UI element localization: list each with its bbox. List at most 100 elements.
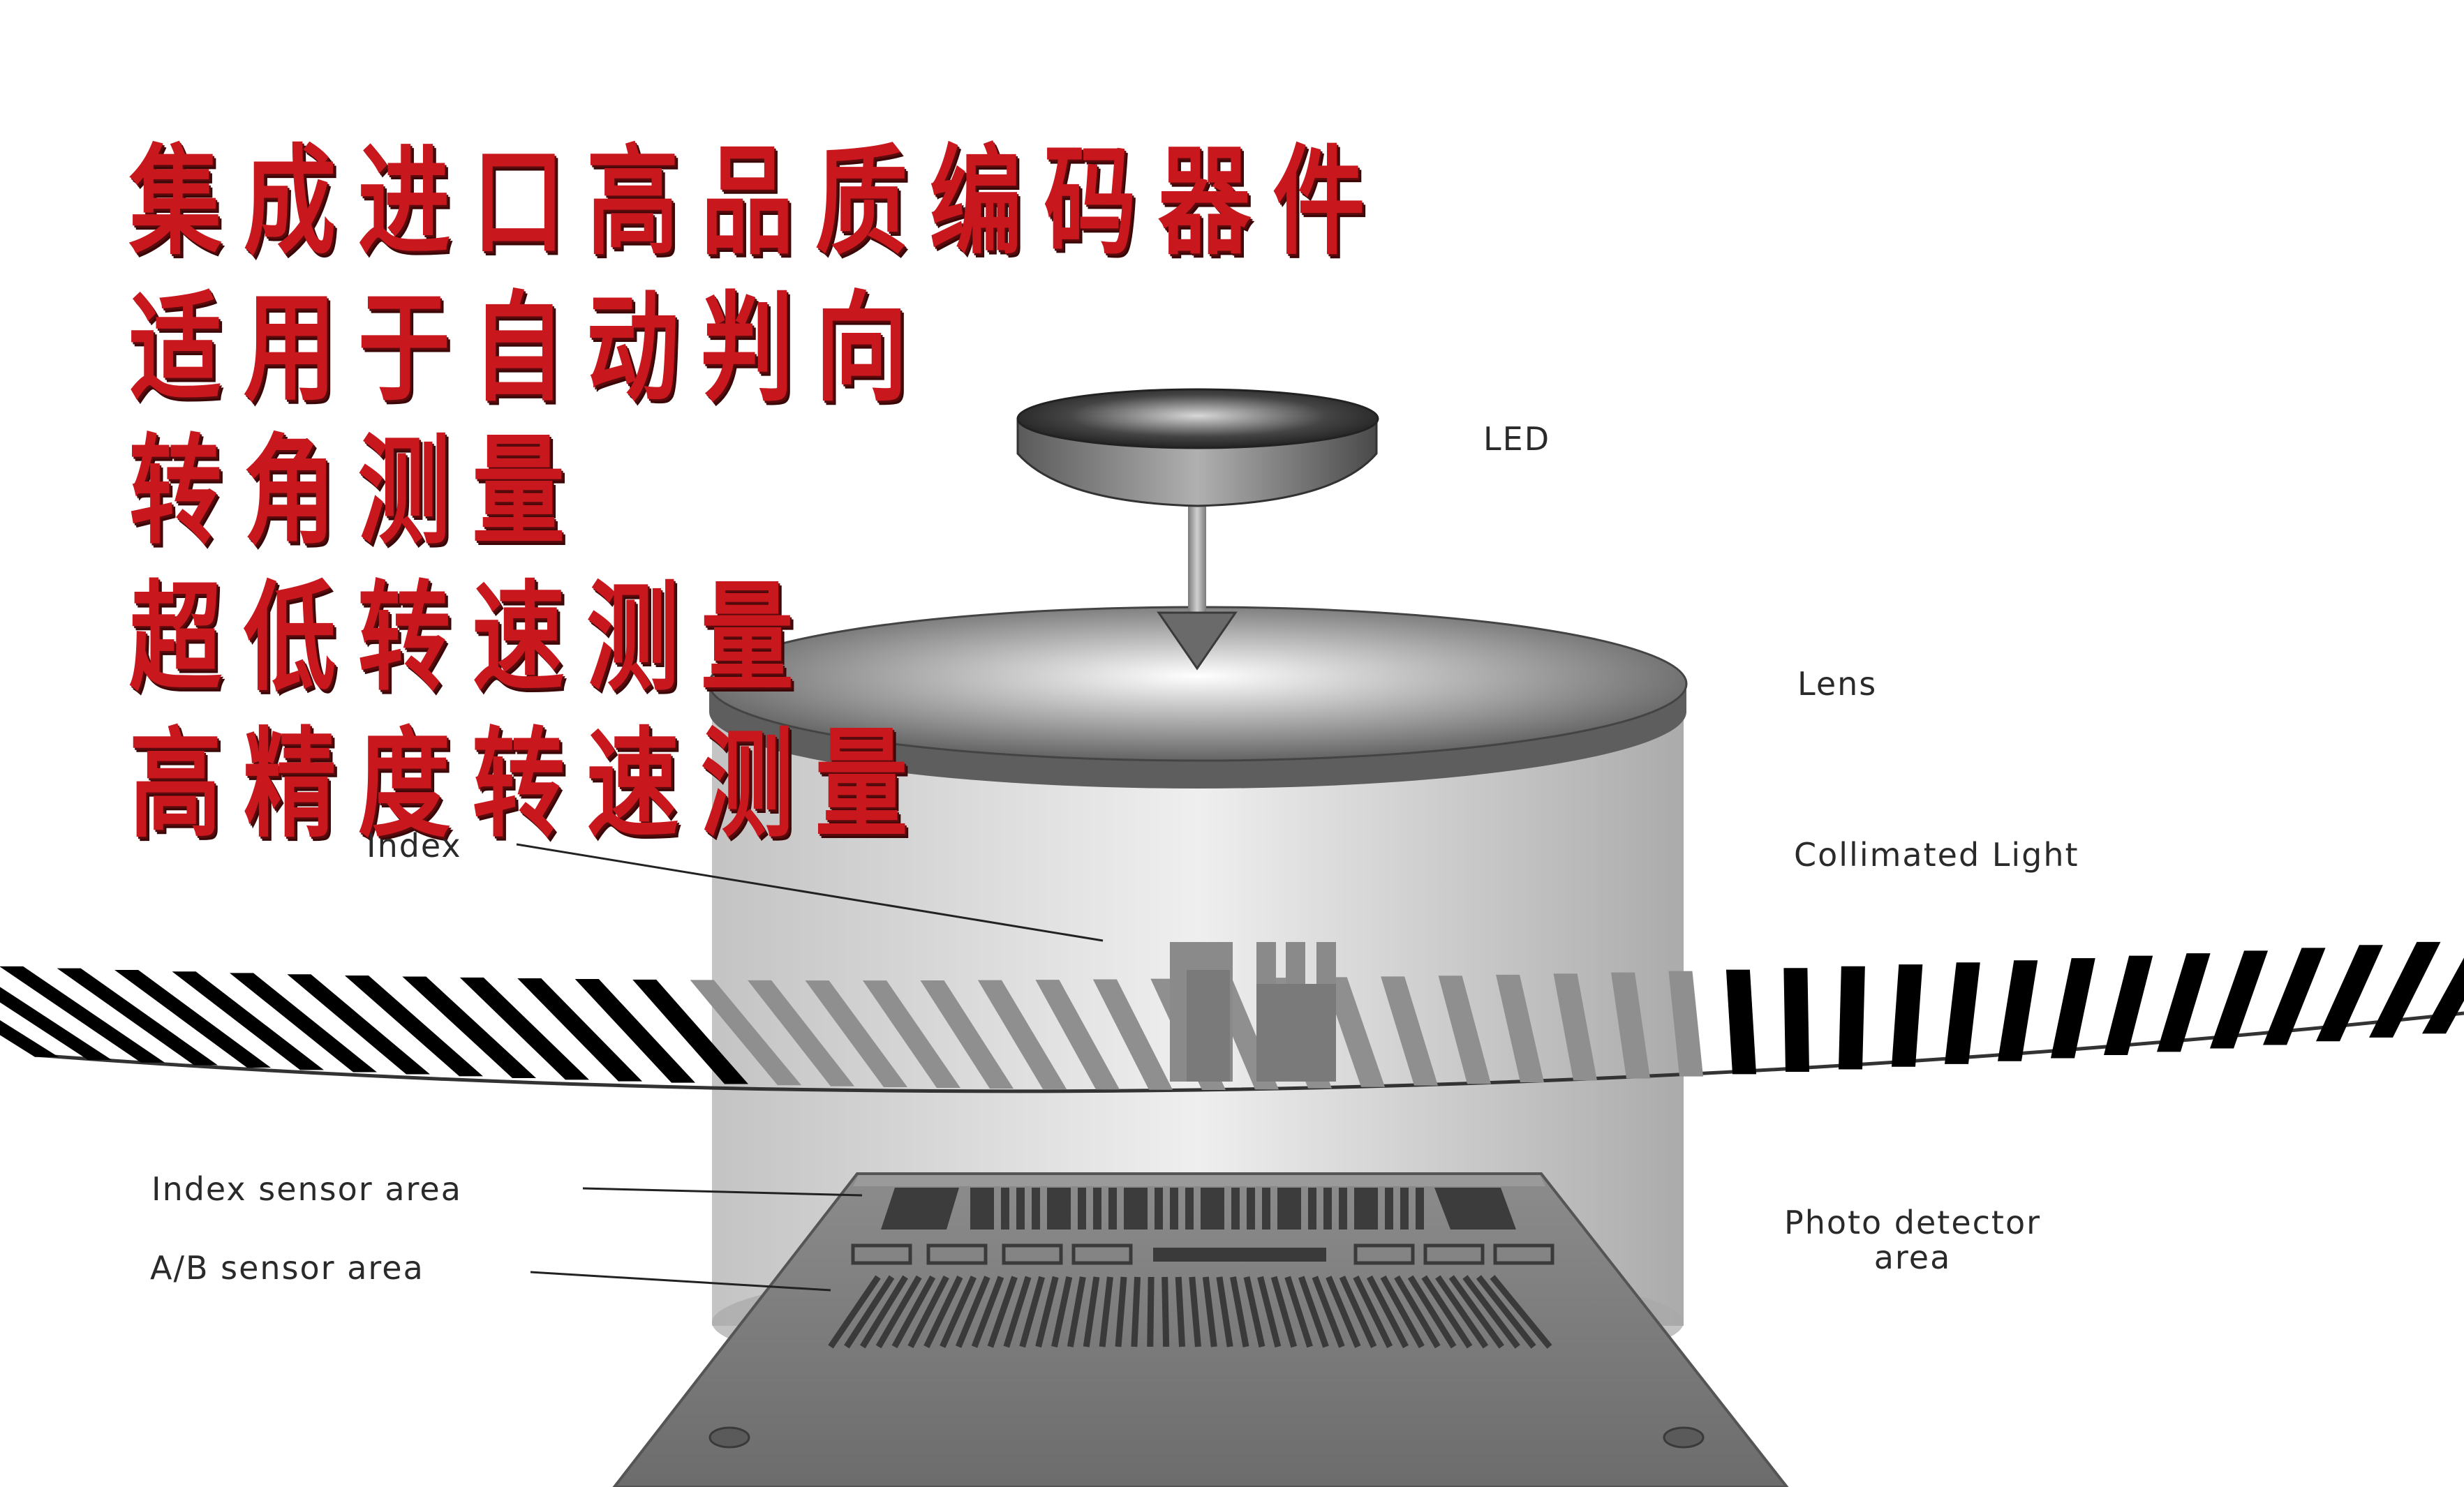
index-leader	[516, 843, 1104, 942]
index-sensor-stripe	[1016, 1188, 1025, 1230]
code-wheel-bar	[1035, 980, 1120, 1090]
code-wheel-bar	[1438, 976, 1491, 1084]
ab-sensor-line	[1115, 1276, 1127, 1347]
code-wheel-bar	[1668, 971, 1703, 1077]
ab-sensor-line	[1067, 1276, 1086, 1347]
code-wheel-bar	[2316, 945, 2383, 1042]
ab-sensor-line	[1326, 1276, 1361, 1348]
photo-detector-label-line2: area	[1873, 1239, 1952, 1276]
ab-sensor-line	[1035, 1276, 1059, 1348]
code-wheel-bar	[1945, 962, 1980, 1064]
feature-line-1: 集成进口高品质编码器件	[129, 133, 1387, 271]
collimated-light-label: Collimated Light	[1794, 836, 2079, 874]
index-sensor-stripe	[1339, 1188, 1347, 1230]
index-sensor-stripe	[1416, 1188, 1424, 1230]
sensor-pad	[851, 1243, 912, 1265]
code-wheel-bar	[1783, 968, 1809, 1073]
photo-detector-label-line1: Photo detector	[1783, 1204, 2042, 1241]
code-wheel-bar	[230, 973, 377, 1073]
sensor-pad-row	[851, 1243, 1554, 1265]
ab-sensor-line	[1147, 1276, 1155, 1347]
code-wheel-bar	[1839, 966, 1865, 1070]
ab-sensor-line	[1202, 1276, 1217, 1347]
feature-line-5: 高精度转速测量	[129, 716, 930, 854]
ab-sensor-array	[828, 1275, 1552, 1349]
code-wheel-bar	[172, 971, 324, 1070]
ab-sensor-leader	[530, 1271, 831, 1292]
index-sensor-stripe	[1385, 1188, 1393, 1230]
sensor-pad	[926, 1243, 988, 1265]
ab-sensor-line	[923, 1276, 963, 1348]
sensor-pad	[1071, 1243, 1133, 1265]
code-wheel-bar	[574, 979, 695, 1083]
code-wheel-bar	[2210, 950, 2269, 1049]
code-wheel-bar	[1496, 974, 1544, 1083]
ab-sensor-line	[1490, 1275, 1552, 1349]
ab-sensor-line	[1162, 1276, 1170, 1347]
index-sensor-stripe	[1185, 1188, 1194, 1230]
ab-sensor-line	[1243, 1276, 1266, 1347]
ab-sensor-line	[1312, 1276, 1345, 1348]
ab-sensor-line	[1421, 1275, 1473, 1349]
ab-sensor-line	[1083, 1276, 1100, 1347]
ab-sensor-line	[1394, 1275, 1441, 1349]
sensor-pad	[1353, 1243, 1415, 1265]
code-wheel-bar	[2157, 953, 2211, 1052]
code-wheel-bar	[1725, 969, 1756, 1075]
code-wheel-bar	[1381, 976, 1438, 1086]
ab-sensor-line	[987, 1276, 1018, 1348]
ab-sensor-line	[1367, 1275, 1409, 1349]
ab-sensor-line	[859, 1275, 908, 1349]
code-wheel-bar	[0, 966, 165, 1063]
ab-sensor-line	[828, 1275, 881, 1349]
code-wheel-bar	[805, 980, 907, 1088]
code-wheel-bar	[1323, 977, 1385, 1087]
ab-sensor-line	[844, 1275, 895, 1349]
leader-lines	[516, 843, 1104, 1292]
code-wheel-bar	[1092, 979, 1173, 1090]
feature-line-2: 适用于自动判向	[129, 280, 930, 418]
led-label: LED	[1483, 420, 1551, 458]
code-wheel-bar	[0, 987, 112, 1060]
code-wheel	[0, 941, 2464, 1093]
index-sensor-stripe	[1001, 1188, 1009, 1230]
light-arrow	[1157, 488, 1238, 671]
index-sensor-stripe	[1262, 1188, 1270, 1230]
index-sensor-stripe	[1400, 1188, 1409, 1230]
code-wheel-bar	[748, 980, 854, 1086]
code-wheel-bar	[1892, 964, 1923, 1067]
ab-sensor-line	[891, 1275, 936, 1349]
index-sensor-leader	[582, 1187, 863, 1197]
lens-label: Lens	[1797, 665, 1878, 703]
ab-sensor-line	[1216, 1276, 1233, 1347]
code-wheel-bar	[690, 980, 801, 1086]
index-sensor-block	[881, 1188, 959, 1230]
index-sensor-stripe	[1093, 1188, 1101, 1230]
ab-sensor-line	[1298, 1276, 1329, 1348]
code-wheel-bar	[2051, 958, 2095, 1059]
index-sensor-stripe	[1032, 1188, 1040, 1230]
code-wheel-bars	[0, 941, 2464, 1090]
index-sensor-block	[1434, 1188, 1516, 1230]
code-wheel-bar	[920, 980, 1014, 1089]
ab-sensor-line	[955, 1276, 990, 1348]
ab-sensor-line	[940, 1276, 977, 1348]
index-sensor-stripe	[1370, 1188, 1378, 1230]
code-wheel-bar	[517, 978, 642, 1082]
sensor-pad	[1423, 1243, 1485, 1265]
index-sensor-stripe	[1323, 1188, 1332, 1230]
index-sensor-stripe	[1231, 1188, 1240, 1230]
index-label: Index	[366, 827, 462, 865]
code-wheel-bar	[459, 977, 589, 1080]
code-wheel-bar	[1553, 973, 1597, 1081]
ab-sensor-line	[1284, 1276, 1313, 1348]
sensor-pad	[1493, 1243, 1554, 1265]
ab-sensor-line	[875, 1275, 922, 1349]
sensor-bar	[1153, 1248, 1326, 1262]
code-wheel-bar	[57, 968, 218, 1066]
code-wheel-bar	[2263, 948, 2326, 1045]
ab-sensor-line	[1257, 1276, 1282, 1348]
ab-sensor-line	[971, 1276, 1004, 1348]
code-wheel-bar	[344, 976, 483, 1077]
